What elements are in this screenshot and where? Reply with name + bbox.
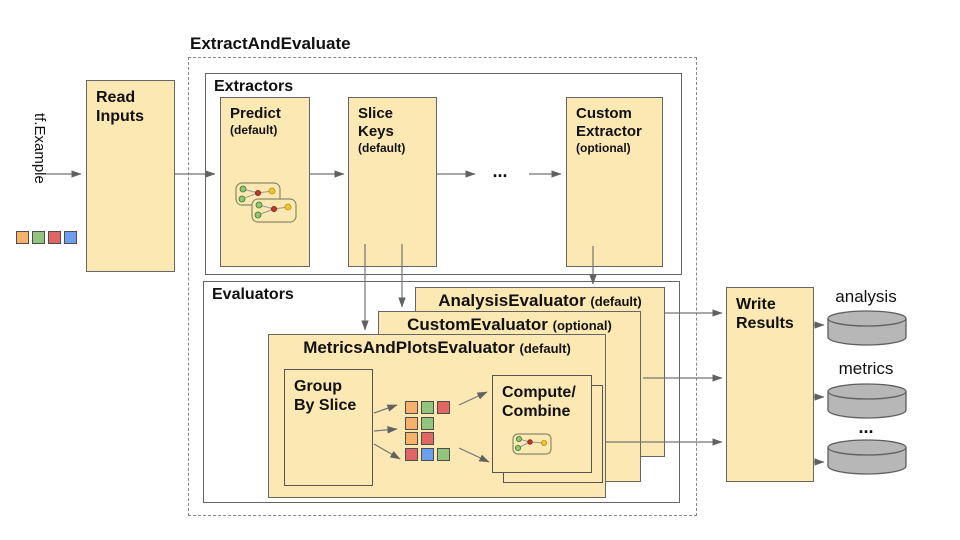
slice-grid-row: [405, 416, 450, 430]
custom-extractor-sub: (optional): [576, 141, 631, 155]
predict-extractor-box: Predict (default): [220, 97, 310, 267]
read-inputs-label: Read Inputs: [96, 89, 144, 126]
output-metrics-label: metrics: [838, 359, 894, 378]
custom-extractor-box: Custom Extractor (optional): [566, 97, 663, 267]
green-square: [421, 416, 434, 430]
custom-evaluator-title: CustomEvaluator: [407, 315, 548, 334]
sliced-data-grid: [405, 401, 450, 463]
metrics-evaluator-title: MetricsAndPlotsEvaluator: [303, 338, 515, 357]
network-graph-icon: [512, 433, 552, 455]
input-label: tf.Example: [31, 113, 48, 184]
green-square: [437, 447, 450, 461]
analysis-evaluator-sub: (default): [590, 294, 642, 309]
compute-combine-label: Compute/ Combine: [502, 384, 576, 421]
group-by-slice-box: Group By Slice: [284, 369, 373, 486]
database-cylinder-icon: [827, 383, 907, 419]
custom-evaluator-sub: (optional): [552, 318, 612, 333]
slice-keys-sub: (default): [358, 141, 406, 155]
custom-extractor-title: Custom Extractor: [576, 105, 642, 140]
orange-square: [405, 416, 418, 430]
input-example-squares: [16, 231, 77, 244]
slice-grid-row: [405, 447, 450, 461]
extract-and-evaluate-container: [188, 57, 697, 516]
orange-square: [405, 432, 418, 445]
red-square: [421, 432, 434, 445]
orange-square: [16, 231, 29, 244]
evaluators-group-label: Evaluators: [212, 286, 294, 303]
network-graph-icon: [235, 182, 297, 223]
slice-grid-row: [405, 401, 450, 414]
output-more-label: ...: [858, 417, 874, 437]
extractors-group-label: Extractors: [214, 78, 294, 95]
green-square: [421, 401, 434, 414]
blue-square: [64, 231, 77, 244]
green-square: [32, 231, 45, 244]
read-inputs-box: Read Inputs: [86, 80, 175, 272]
predict-title: Predict: [230, 105, 281, 122]
database-cylinder-icon: [827, 310, 907, 346]
orange-square: [405, 401, 418, 414]
red-square: [405, 447, 418, 461]
metrics-evaluator-sub: (default): [519, 341, 571, 356]
extractors-ellipsis: ...: [492, 161, 508, 181]
blue-square: [421, 447, 434, 461]
group-by-slice-label: Group By Slice: [294, 378, 357, 415]
red-square: [437, 401, 450, 414]
database-cylinder-icon: [827, 439, 907, 475]
red-square: [48, 231, 61, 244]
slice-keys-title: Slice Keys: [358, 105, 394, 140]
write-results-box: Write Results: [726, 287, 814, 482]
slice-grid-row: [405, 432, 450, 445]
output-analysis-label: analysis: [835, 287, 897, 306]
diagram-title: ExtractAndEvaluate: [190, 34, 351, 53]
analysis-evaluator-title: AnalysisEvaluator: [438, 291, 586, 310]
predict-sub: (default): [230, 123, 278, 137]
write-results-label: Write Results: [736, 296, 794, 333]
slice-keys-extractor-box: Slice Keys (default): [348, 97, 437, 267]
compute-combine-box: Compute/ Combine: [492, 375, 592, 473]
